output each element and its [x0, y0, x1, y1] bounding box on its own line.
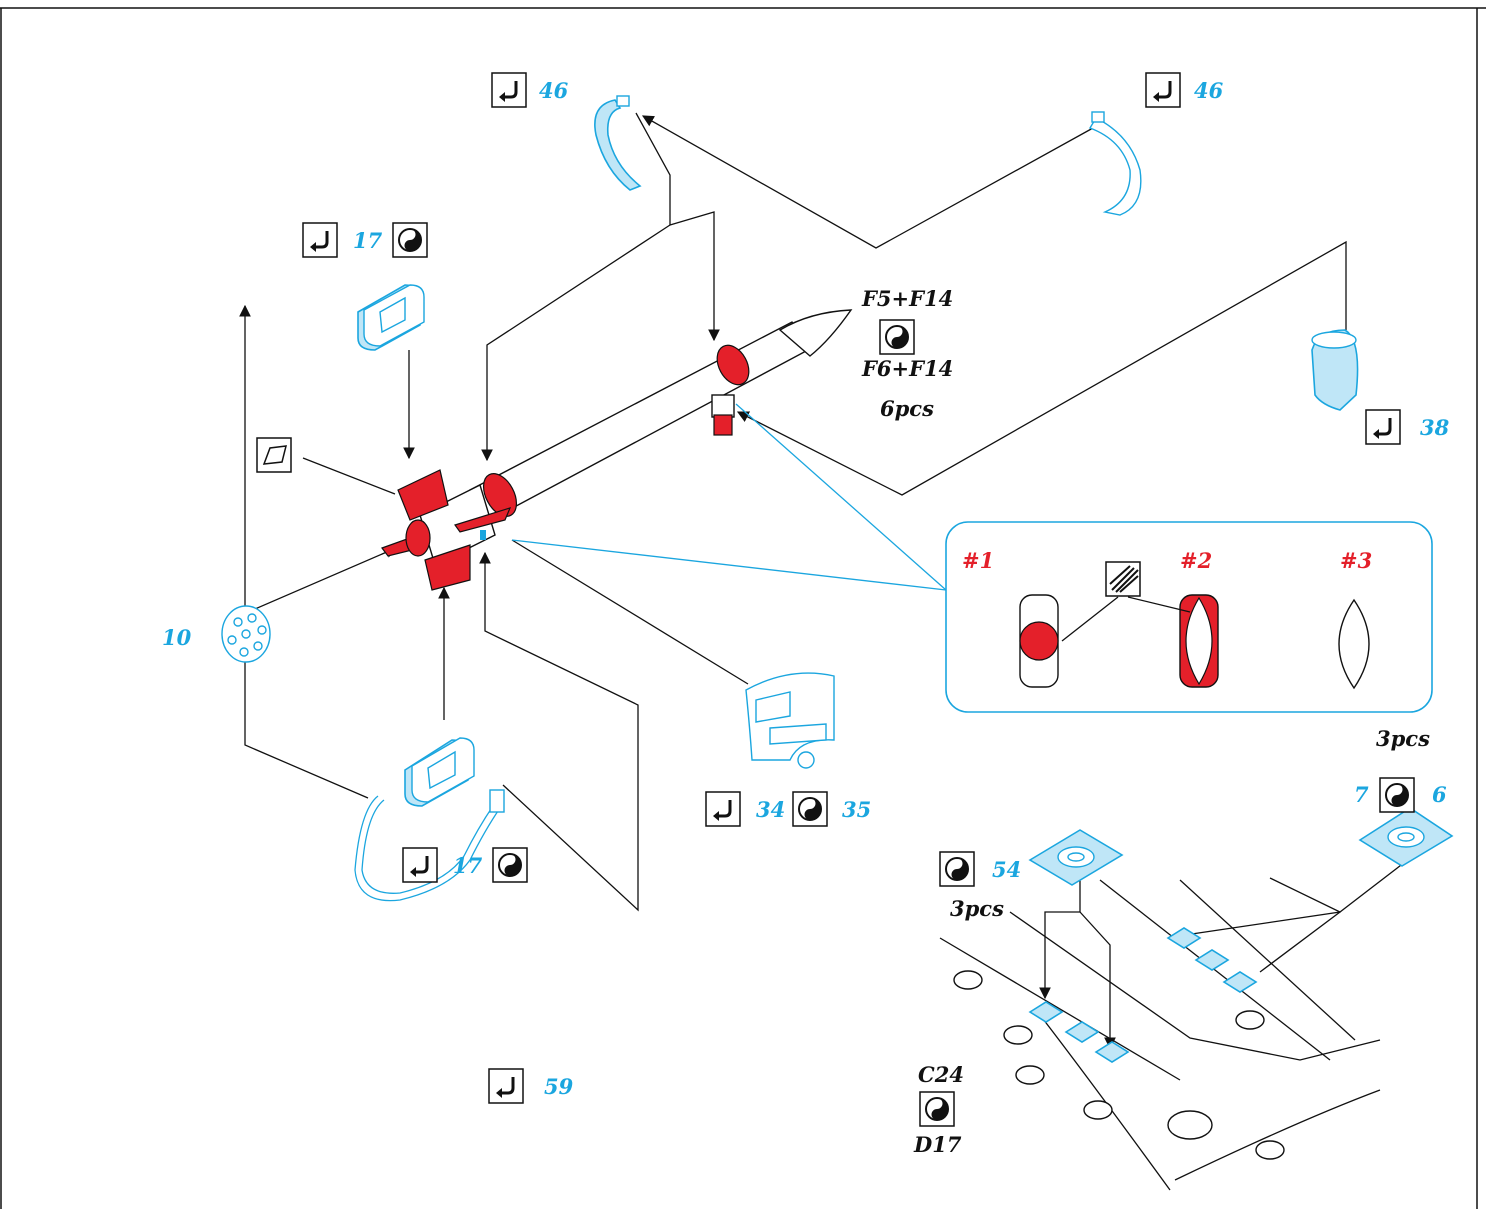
leader-ring [247, 546, 398, 613]
pylon-tab [713, 414, 733, 436]
part-strap-right [1088, 111, 1142, 216]
kit-note-pylon-bottom: F6+F14 [861, 356, 953, 381]
paint-square-icon [256, 437, 292, 473]
yin-yang-icon [1379, 777, 1415, 813]
leader-cable-body [479, 551, 639, 912]
leader-callout-b [511, 539, 947, 591]
sensor-mark [480, 530, 486, 540]
swatch-leader-1 [1061, 596, 1119, 642]
texture-swatch-icon [1105, 561, 1141, 597]
leader-strap-left [635, 112, 720, 342]
part-plate-b [1358, 807, 1454, 867]
options-inset: #1 #2 #3 [945, 521, 1433, 713]
part-num-plate-a: 54 [992, 857, 1021, 882]
part-ring [221, 605, 271, 663]
part-num-plate-b-left: 7 [1354, 782, 1369, 807]
part-num-frame-bottom: 17 [453, 853, 483, 878]
bend-arrow-icon [704, 790, 742, 828]
leader-sleeve [736, 240, 1347, 496]
part-panel [745, 672, 835, 769]
sheet-border [0, 7, 1486, 1209]
leader-paint [302, 457, 396, 495]
yin-yang-icon [492, 847, 528, 883]
leader-plate-b1 [1184, 861, 1406, 936]
bend-arrow-icon [487, 1067, 525, 1105]
part-num-plate-b-right: 6 [1432, 782, 1447, 807]
kit-note-rail-top: C24 [918, 1062, 964, 1087]
leader-cable-ring [239, 304, 369, 799]
nozzle [405, 519, 431, 557]
kit-note-pylon-count: 6pcs [880, 396, 934, 421]
leader-callout-a [735, 403, 947, 591]
leader-strap-right [641, 115, 1094, 249]
option-3-label: #3 [1340, 548, 1372, 573]
part-strap-left [594, 95, 642, 191]
part-num-panel-b: 35 [842, 797, 871, 822]
kit-note-pylon-top: F5+F14 [861, 286, 953, 311]
missile-assembly [381, 309, 853, 591]
leader-strap-mid [481, 224, 671, 462]
leader-plate-a1 [1039, 875, 1081, 1000]
kit-note-rail-bottom: D17 [913, 1132, 962, 1157]
fin-top [397, 469, 449, 521]
part-cable [354, 789, 505, 902]
part-num-strap-left: 46 [539, 78, 569, 103]
pylon-mount [711, 394, 735, 418]
leader-plate-a2 [1079, 911, 1116, 1050]
bend-arrow-icon [490, 71, 528, 109]
part-plate-a [1028, 829, 1124, 886]
part-num-frame-top: 17 [353, 228, 383, 253]
yin-yang-icon [792, 791, 828, 827]
leader-panel [511, 539, 749, 685]
part-num-ring: 10 [162, 625, 192, 650]
leader-lines [239, 112, 1406, 1050]
option-2-label: #2 [1180, 548, 1212, 573]
part-frame-bottom [404, 737, 475, 807]
yin-yang-icon [919, 1091, 955, 1127]
swatch-leader-2 [1127, 596, 1191, 613]
yin-yang-icon [392, 222, 428, 258]
fin-bottom [424, 544, 471, 591]
bend-arrow-icon [301, 221, 339, 259]
option-1-dot [1019, 621, 1059, 661]
yin-yang-icon [879, 319, 915, 355]
part-num-cable: 59 [544, 1074, 574, 1099]
yin-yang-icon [939, 851, 975, 887]
kit-note-plate-b-count: 3pcs [1376, 726, 1430, 751]
bend-arrow-icon [1144, 71, 1182, 109]
bend-arrow-icon [401, 846, 439, 884]
part-sleeve [1311, 329, 1359, 411]
collar-rear [482, 473, 518, 517]
wing-underside [939, 879, 1381, 1191]
collar-front [716, 344, 750, 386]
kit-note-plate-a-count: 3pcs [950, 896, 1004, 921]
part-num-panel-a: 34 [756, 797, 785, 822]
part-num-sleeve: 38 [1420, 415, 1450, 440]
missile-body [468, 321, 809, 521]
part-num-strap-right: 46 [1194, 78, 1224, 103]
missile-nose [778, 309, 853, 357]
bend-arrow-icon [1364, 408, 1402, 446]
fin-side [454, 507, 512, 533]
option-3-shape [1338, 598, 1370, 690]
part-frame-top [357, 284, 425, 351]
leader-plate-b2 [1259, 877, 1342, 973]
option-1-label: #1 [962, 548, 994, 573]
